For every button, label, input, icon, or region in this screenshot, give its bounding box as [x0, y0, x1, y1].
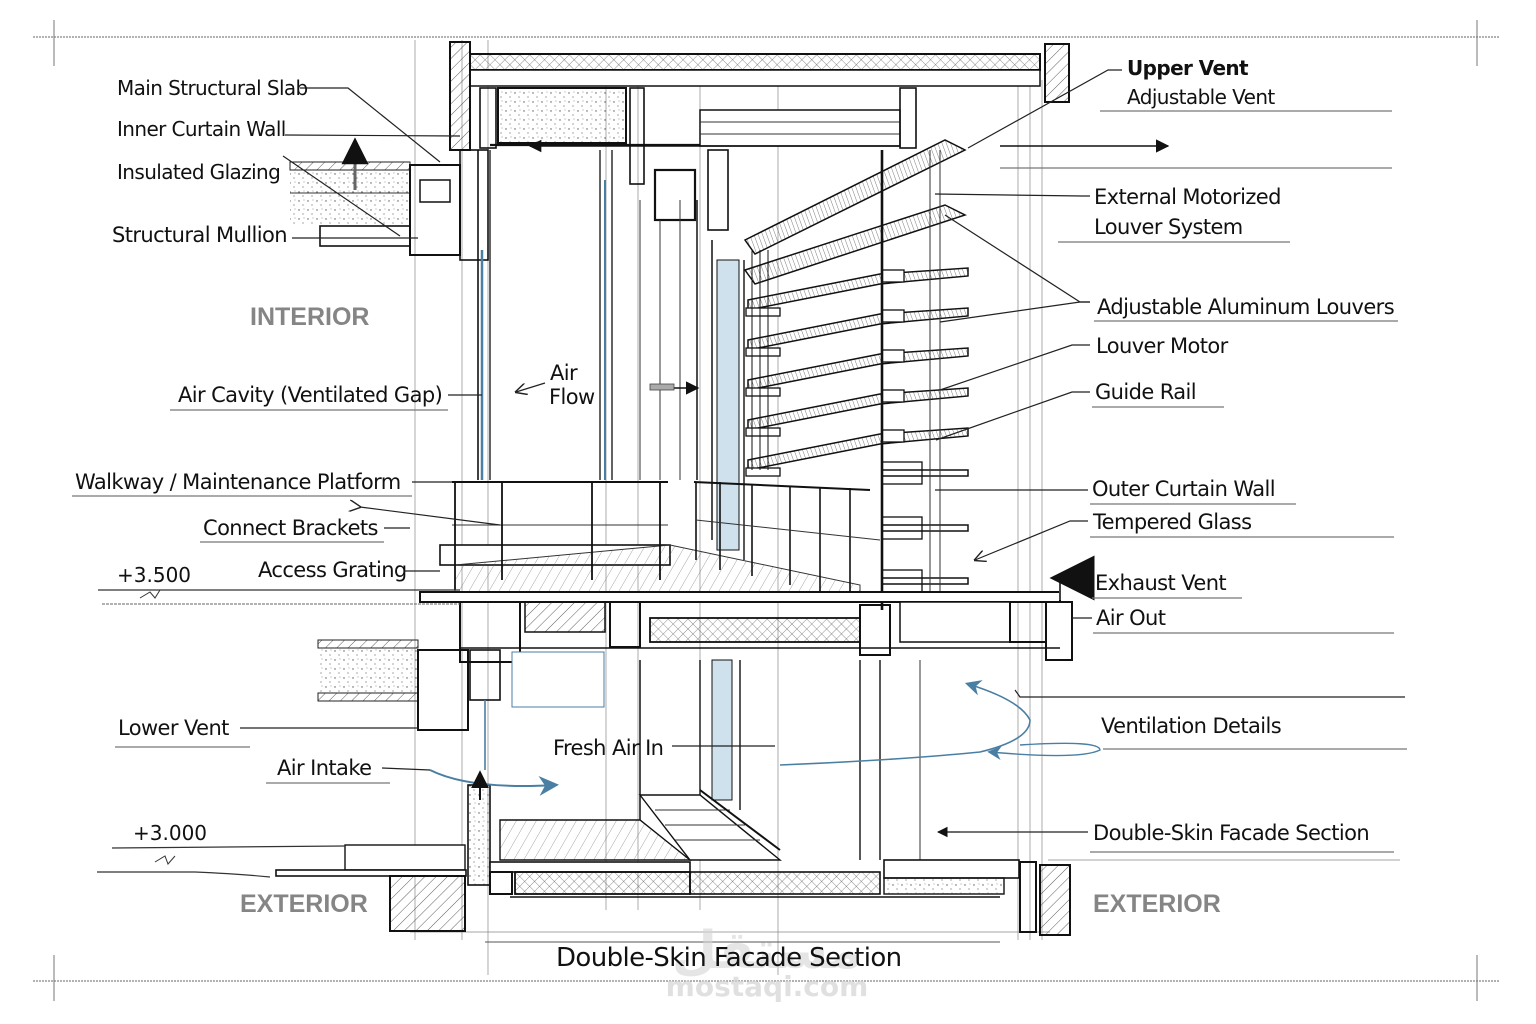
level-upper: +3.500 [117, 563, 191, 587]
label-fresh-air-in: Fresh Air In [553, 736, 663, 760]
label-access-grating: Access Grating [258, 558, 407, 582]
label-outer-curtain-wall: Outer Curtain Wall [1092, 477, 1275, 501]
label-insulated-glazing: Insulated Glazing [117, 160, 280, 184]
label-lower-vent: Lower Vent [118, 716, 229, 740]
louver-blade [747, 427, 969, 471]
drawing-title: Double-Skin Facade Section [556, 943, 902, 973]
guide-rail [880, 150, 941, 620]
leader-lines [240, 69, 1405, 833]
louver-blade [747, 387, 969, 431]
walkway-platform [439, 481, 881, 601]
louver-blade [743, 139, 967, 255]
louver-pivot [881, 309, 905, 323]
louver-pivot [881, 269, 905, 283]
label-external-motorized: External Motorized [1094, 185, 1281, 209]
label-underlines [72, 110, 1407, 943]
louver-bracket [745, 307, 781, 317]
label-air-intake: Air Intake [277, 756, 371, 780]
watermark-arabic: مستقل [672, 921, 862, 981]
louver-blade [881, 577, 969, 585]
label-flow: Flow [549, 385, 595, 409]
label-inner-curtain-wall: Inner Curtain Wall [117, 117, 286, 141]
external-louver-system [743, 139, 969, 593]
louver-bracket [745, 467, 781, 477]
label-exhaust-vent: Exhaust Vent [1095, 571, 1226, 595]
zone-labels: INTERIOR EXTERIOR EXTERIOR +3.500 +3.000 [117, 303, 1221, 918]
label-double-skin-facade-section: Double-Skin Facade Section [1093, 821, 1369, 845]
zone-interior: INTERIOR [250, 303, 369, 331]
zone-exterior-left: EXTERIOR [240, 890, 368, 918]
label-structural-mullion: Structural Mullion [112, 223, 287, 247]
main-structural-slab [449, 41, 1070, 231]
label-adjustable-vent: Adjustable Vent [1127, 85, 1275, 109]
center-labels: Air Flow Fresh Air In [549, 361, 664, 760]
label-guide-rail: Guide Rail [1095, 380, 1196, 404]
louver-blade [747, 307, 969, 351]
inner-curtain-wall [477, 150, 745, 560]
label-walkway-platform: Walkway / Maintenance Platform [75, 470, 401, 494]
label-air-out: Air Out [1096, 606, 1166, 630]
label-ventilation-details: Ventilation Details [1101, 714, 1281, 738]
airflow-arrows [341, 137, 1170, 838]
right-labels: Upper Vent Adjustable Vent External Moto… [1092, 56, 1395, 845]
louver-pivot [881, 429, 905, 443]
sheet-frame [33, 20, 1500, 1001]
zone-exterior-right: EXTERIOR [1093, 890, 1221, 918]
louver-blade [881, 524, 969, 532]
louver-blade [747, 347, 969, 391]
watermark-latin: mostaqi.com [666, 970, 869, 1003]
louver-pivot [881, 349, 905, 363]
label-louver-motor: Louver Motor [1096, 334, 1229, 358]
louver-bracket [745, 427, 781, 437]
louver-blade [881, 469, 969, 477]
intermediate-slab [317, 591, 1073, 770]
interior-floor-slab-upper [289, 149, 489, 261]
lower-level [275, 659, 1071, 936]
label-air-cavity: Air Cavity (Ventilated Gap) [178, 383, 442, 407]
watermark: مستقل mostaqi.com [666, 921, 869, 1003]
label-air: Air [550, 361, 578, 385]
level-marks [139, 589, 176, 865]
label-adjustable-aluminum-louvers: Adjustable Aluminum Louvers [1097, 295, 1394, 319]
label-connect-brackets: Connect Brackets [203, 516, 378, 540]
louver-pivot [881, 389, 905, 403]
label-tempered-glass: Tempered Glass [1092, 510, 1251, 534]
left-labels: Main Structural Slab Inner Curtain Wall … [75, 76, 443, 780]
label-upper-vent: Upper Vent [1127, 56, 1249, 80]
louver-bracket [745, 387, 781, 397]
label-louver-system: Louver System [1094, 215, 1243, 239]
level-lower: +3.000 [133, 821, 207, 845]
label-main-structural-slab: Main Structural Slab [117, 76, 308, 100]
construction-gridlines [410, 40, 1050, 975]
louver-bracket [745, 347, 781, 357]
